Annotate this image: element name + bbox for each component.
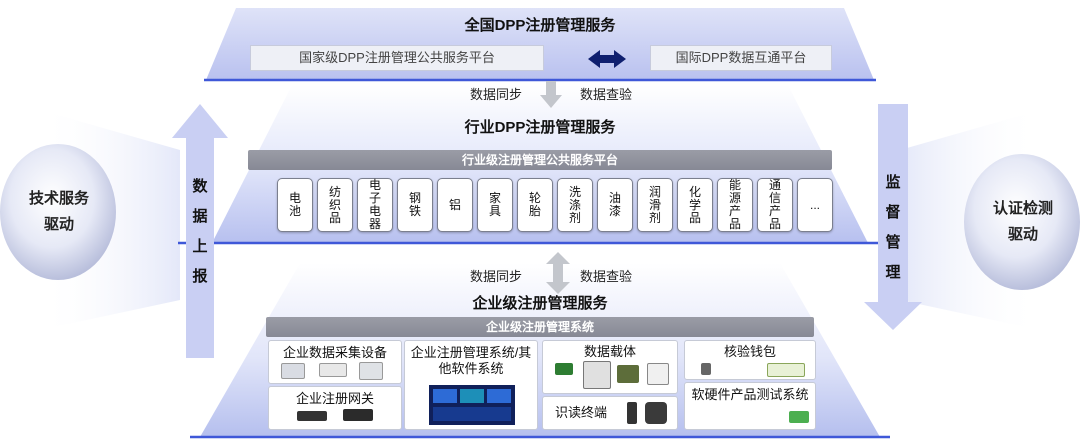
category-card: 家具 — [477, 178, 513, 232]
scanner-device-icon — [281, 363, 305, 379]
sync-label-1: 数据同步 — [470, 87, 523, 102]
test-board-icon — [789, 411, 809, 423]
category-label: 通信产品 — [768, 178, 781, 231]
category-label: 家具 — [488, 191, 501, 218]
industry-platform-bar: 行业级注册管理公共服务平台 — [248, 150, 832, 170]
category-label: 润滑剂 — [648, 184, 661, 225]
national-platform: 国家级DPP注册管理公共服务平台 — [250, 45, 544, 71]
category-label: 电池 — [288, 191, 301, 218]
printer-device-icon — [319, 363, 347, 377]
category-label: 洗涤剂 — [568, 184, 581, 225]
cert-test-circle: 认证检测驱动 — [982, 196, 1064, 248]
category-label: 轮胎 — [528, 191, 541, 218]
supervision-label: 监督管理 — [885, 174, 901, 281]
category-card: 洗涤剂 — [557, 178, 593, 232]
category-label: 油漆 — [608, 191, 621, 218]
category-label: 钢铁 — [408, 191, 421, 218]
category-card: 能源产品 — [717, 178, 753, 232]
category-card: 化学品 — [677, 178, 713, 232]
category-label: ... — [809, 197, 820, 212]
category-label: 电子电器 — [368, 178, 381, 231]
enterprise-title: 企业级注册管理服务 — [472, 295, 608, 312]
router-icon — [297, 411, 327, 421]
terminal-title: 识读终端 — [555, 405, 608, 420]
gateway-panel: 企业注册网关 — [268, 386, 402, 430]
carrier-panel: 数据载体 — [542, 340, 678, 394]
test-system-panel: 软硬件产品测试系统 — [684, 382, 816, 430]
tech-service-circle: 技术服务驱动 — [18, 186, 100, 238]
category-card: 电子电器 — [357, 178, 393, 232]
category-card: 电池 — [277, 178, 313, 232]
category-card: 铝 — [437, 178, 473, 232]
phone-icon — [701, 363, 711, 375]
qr-tag-icon — [583, 361, 611, 389]
category-label: 纺织品 — [328, 184, 341, 225]
sync-label-2: 数据同步 — [470, 269, 523, 284]
category-card: 油漆 — [597, 178, 633, 232]
category-label: 能源产品 — [728, 178, 741, 231]
barcode-gun-icon — [627, 402, 637, 424]
wallet-title: 核验钱包 — [723, 344, 776, 359]
verify-label-2: 数据查验 — [580, 269, 633, 284]
data-collect-panel: 企业数据采集设备 — [268, 340, 402, 384]
handheld-terminal-icon — [645, 402, 667, 424]
data-collect-title: 企业数据采集设备 — [282, 345, 387, 360]
software-panel: 企业注册管理系统/其他软件系统 — [404, 340, 538, 430]
category-card: 轮胎 — [517, 178, 553, 232]
category-label: 化学品 — [688, 184, 701, 225]
enterprise-system-bar: 企业级注册管理系统 — [266, 317, 814, 337]
carrier-title: 数据载体 — [583, 344, 636, 359]
chip-icon — [555, 363, 573, 375]
label-icon — [647, 363, 669, 385]
verify-label-1: 数据查验 — [580, 87, 633, 102]
wallet-panel: 核验钱包 — [684, 340, 816, 380]
category-card: ... — [797, 178, 833, 232]
category-card: 润滑剂 — [637, 178, 673, 232]
rfid-board-icon — [617, 365, 639, 383]
gateway-title: 企业注册网关 — [295, 391, 374, 406]
industry-title: 行业DPP注册管理服务 — [464, 119, 616, 136]
international-platform: 国际DPP数据互通平台 — [650, 45, 832, 71]
category-card: 通信产品 — [757, 178, 793, 232]
category-card: 纺织品 — [317, 178, 353, 232]
cert-test-label: 认证检测驱动 — [992, 200, 1053, 243]
dashboard-screen-icon — [429, 385, 515, 425]
meter-device-icon — [359, 362, 383, 380]
wallet-card-icon — [767, 363, 805, 377]
terminal-panel: 识读终端 — [542, 396, 678, 430]
gateway-box-icon — [343, 409, 373, 421]
category-label: 铝 — [448, 197, 461, 212]
tech-service-label: 技术服务驱动 — [28, 190, 89, 233]
test-system-title: 软硬件产品测试系统 — [691, 387, 809, 402]
software-title: 企业注册管理系统/其他软件系统 — [410, 345, 532, 376]
data-report-label: 数据上报 — [192, 178, 208, 285]
category-card: 钢铁 — [397, 178, 433, 232]
national-title: 全国DPP注册管理服务 — [464, 17, 616, 34]
